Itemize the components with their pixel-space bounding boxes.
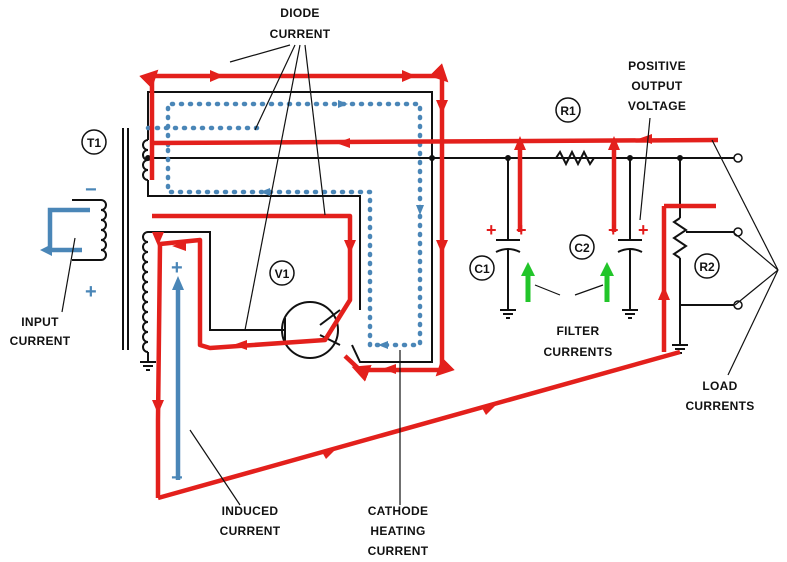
load-currents-line-2: CURRENTS [685,399,754,413]
induced-current-label: INDUCED CURRENT [220,504,281,538]
positive-output-voltage-line-1: POSITIVE [628,59,686,73]
diode-current-line-1: DIODE [280,6,320,20]
positive-output-voltage-line-2: OUTPUT [631,79,682,93]
cathode-heating-current-line-2: HEATING [370,524,425,538]
input-current-label: INPUT CURRENT [10,315,71,348]
diode-current-line-2: CURRENT [270,27,331,41]
secondary-minus: − [171,467,183,489]
filter-currents-line-1: FILTER [557,324,600,338]
filter-current-arrows [521,262,614,302]
induced-current-line-1: INDUCED [222,504,279,518]
r2-label: R2 [699,260,715,274]
positive-output-voltage-line-3: VOLTAGE [628,99,686,113]
filter-currents-label: FILTER CURRENTS [543,324,612,359]
t1-label: T1 [87,136,101,150]
cathode-heating-current-label: CATHODE HEATING CURRENT [368,504,429,558]
c1-plus-right: + [516,220,527,240]
c1-label: C1 [474,262,490,276]
label-leader-lines [61,44,779,506]
input-current-line-2: CURRENT [10,334,71,348]
induced-current-line-2: CURRENT [220,524,281,538]
c2-label: C2 [574,241,590,255]
secondary-plus: + [171,257,183,279]
load-currents-line-1: LOAD [702,379,737,393]
diode-current-label: DIODE CURRENT [270,6,331,41]
primary-plus: + [85,281,97,303]
cathode-heating-current-line-3: CURRENT [368,544,429,558]
diode-current-path [139,63,719,501]
filter-currents-line-2: CURRENTS [543,345,612,359]
r1-label: R1 [560,104,576,118]
primary-minus: − [85,179,97,201]
positive-output-voltage-label: POSITIVE OUTPUT VOLTAGE [628,59,686,113]
v1-label: V1 [275,267,290,281]
input-current-line-1: INPUT [21,315,59,329]
c2-plus-left: + [608,220,619,240]
cathode-heating-current-line-1: CATHODE [368,504,429,518]
load-currents-label: LOAD CURRENTS [685,379,754,413]
c1-plus-left: + [486,220,497,240]
cathode-heating-current-path [145,100,424,349]
c2-plus-right: + [638,220,649,240]
